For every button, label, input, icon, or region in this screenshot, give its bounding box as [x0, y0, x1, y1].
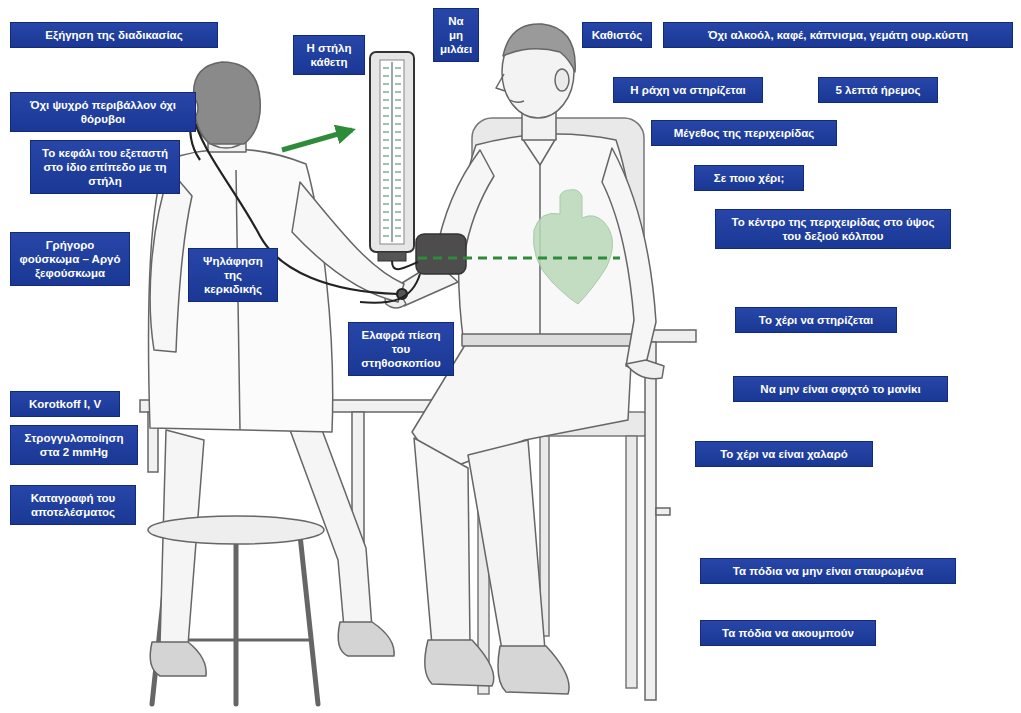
note-box: Σε ποιο χέρι;: [694, 165, 804, 191]
note-text: Γρήγορο φούσκωμα – Αργό ξεφούσκωμα: [17, 238, 123, 280]
mercury-column: [392, 261, 418, 269]
note-text: Εξήγηση της διαδικασίας: [17, 28, 211, 42]
arm-table: [645, 342, 656, 700]
examiner-figure: [150, 170, 192, 352]
note-text: 5 λεπτά ήρεμος: [825, 83, 931, 97]
examiner-figure: [150, 642, 206, 676]
note-box: Όχι αλκοόλ, καφέ, κάπνισμα, γεμάτη ουρ.κ…: [663, 22, 1013, 48]
examiner-stool: [234, 545, 239, 704]
note-text: Η ράχη να στηρίζεται: [620, 83, 756, 97]
sight-arrow: [282, 130, 352, 150]
patient-figure: [414, 438, 470, 645]
patient-figure: [522, 138, 556, 165]
note-text: Σε ποιο χέρι;: [701, 171, 797, 185]
examiner-figure: [338, 622, 394, 656]
mercury-column: [360, 52, 420, 303]
patient-figure: [602, 148, 656, 372]
heart-outline: [533, 190, 612, 304]
note-box: Γρήγορο φούσκωμα – Αργό ξεφούσκωμα: [10, 232, 130, 286]
mercury-column: [360, 274, 420, 303]
note-box: 5 λεπτά ήρεμος: [818, 77, 938, 103]
examiner-figure: [148, 516, 324, 544]
patient-figure: [468, 440, 545, 650]
note-text: Όχι αλκοόλ, καφέ, κάπνισμα, γεμάτη ουρ.κ…: [670, 28, 1006, 42]
note-box: Μέγεθος της περιχειρίδας: [651, 120, 837, 146]
note-box: Καθιστός: [582, 22, 652, 48]
note-text: Καταγραφή του αποτελέσματος: [17, 491, 129, 519]
note-box: Καταγραφή του αποτελέσματος: [10, 485, 136, 525]
arm-table: [656, 508, 670, 515]
note-box: Τα πόδια να μην είναι σταυρωμένα: [700, 558, 956, 584]
patient-chair: [626, 436, 637, 688]
note-text: Ελαφρά πίεση του στηθοσκοπίου: [355, 328, 447, 370]
note-box: Όχι ψυχρό περιβάλλον όχι θόρυβοι: [10, 92, 196, 132]
note-box: Το χέρι να είναι χαλαρό: [695, 441, 873, 467]
sight-arrow: [282, 130, 352, 150]
note-box: Εξήγηση της διαδικασίας: [10, 22, 218, 48]
note-text: Τα πόδια να ακουμπούν: [707, 626, 869, 640]
examiner-figure: [194, 62, 261, 144]
heart-outline: [533, 190, 612, 304]
heart-level-line: [418, 257, 620, 260]
note-text: Καθιστός: [589, 28, 645, 42]
note-text: Korotkoff I, V: [17, 397, 113, 411]
patient-figure: [503, 24, 575, 72]
note-box: Ψηλάφηση της κερκιδικής: [188, 248, 278, 302]
note-text: Το κεφάλι του εξεταστή στο ίδιο επίπεδο …: [37, 146, 173, 188]
mercury-column: [378, 252, 406, 261]
note-text: Τα πόδια να μην είναι σταυρωμένα: [707, 564, 949, 578]
note-text: Το χέρι να είναι χαλαρό: [702, 447, 866, 461]
note-box: Να μην είναι σφιχτό το μανίκι: [733, 376, 948, 402]
bp-cuff: [416, 234, 466, 274]
patient-figure: [498, 646, 569, 694]
note-box: Ελαφρά πίεση του στηθοσκοπίου: [348, 322, 454, 376]
note-text: Να μη μιλάει: [440, 14, 472, 56]
patient-figure: [626, 360, 664, 379]
note-text: Στρογγυλοποίηση στα 2 mmHg: [17, 431, 131, 459]
note-text: Το χέρι να στηρίζεται: [742, 313, 890, 327]
note-box: Το κέντρο της περιχειρίδας στο ύψος του …: [715, 209, 951, 249]
note-text: Όχι ψυχρό περιβάλλον όχι θόρυβοι: [17, 98, 189, 126]
mercury-column: [370, 52, 414, 252]
patient-figure: [510, 100, 524, 102]
heart-level-line: [418, 258, 620, 259]
patient-figure: [425, 640, 494, 686]
note-box: Η ράχη να στηρίζεται: [613, 77, 763, 103]
mercury-column: [383, 68, 401, 236]
note-text: Να μην είναι σφιχτό το μανίκι: [740, 382, 941, 396]
bp-cuff: [416, 234, 466, 274]
note-box: Η στήλη κάθετη: [293, 35, 365, 75]
note-text: Η στήλη κάθετη: [300, 41, 358, 69]
note-box: Τα πόδια να ακουμπούν: [700, 620, 876, 646]
note-text: Το κέντρο της περιχειρίδας στο ύψος του …: [722, 215, 944, 243]
examiner-stool: [300, 535, 318, 704]
note-text: Μέγεθος της περιχειρίδας: [658, 126, 830, 140]
note-box: Το κεφάλι του εξεταστή στο ίδιο επίπεδο …: [30, 140, 180, 194]
note-box: Korotkoff I, V: [10, 391, 120, 417]
note-box: Να μη μιλάει: [433, 8, 479, 62]
mercury-column: [380, 60, 404, 244]
patient-figure: [462, 334, 634, 346]
patient-figure: [496, 74, 505, 91]
note-text: Ψηλάφηση της κερκιδικής: [195, 254, 271, 296]
note-box: Το χέρι να στηρίζεται: [735, 307, 897, 333]
note-box: Στρογγυλοποίηση στα 2 mmHg: [10, 425, 138, 465]
exam-table: [140, 400, 440, 652]
mercury-column: [391, 62, 393, 242]
patient-figure: [555, 69, 569, 91]
